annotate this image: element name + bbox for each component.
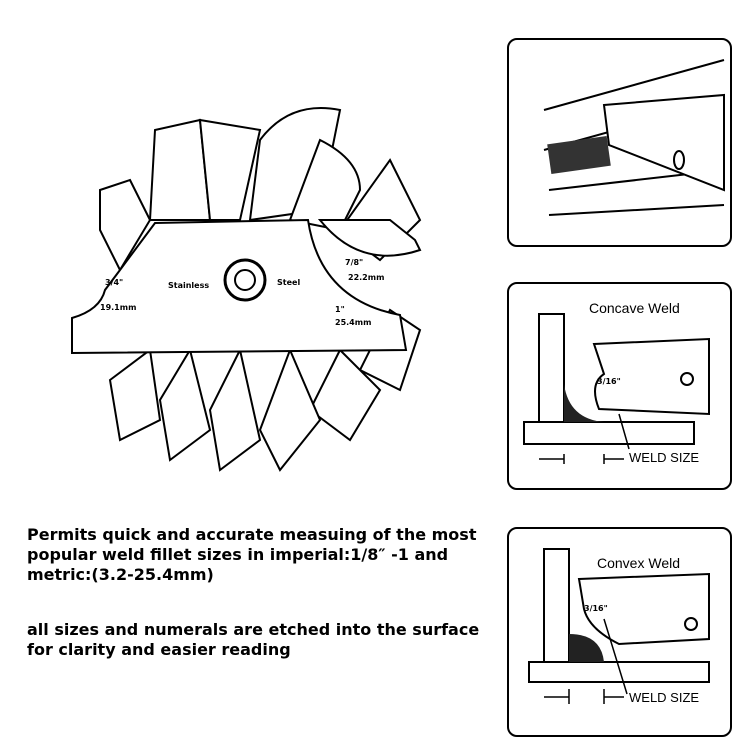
description-paragraph-1: Permits quick and accurate measuing of t…: [27, 525, 477, 584]
gauge-leaf: [108, 348, 162, 442]
gauge-leaf: [208, 347, 262, 472]
gauge-leaf: [308, 348, 382, 442]
concave-weld-title: Concave Weld: [589, 300, 680, 316]
panel-convex-weld: 3/16" Convex Weld WELD SIZE: [507, 527, 732, 737]
gauge-size-imperial: 3/4": [105, 278, 123, 287]
description-paragraph-2: all sizes and numerals are etched into t…: [27, 620, 480, 659]
gauge-size-metric: 25.4mm: [335, 318, 371, 327]
gauge-material-right: Steel: [277, 278, 300, 287]
gauge-size-metric: 22.2mm: [348, 273, 384, 282]
panel-gauge-in-use: [507, 38, 732, 247]
gauge-size-imperial: 1": [335, 305, 345, 314]
gauge-leaf: [99, 178, 152, 273]
convex-weld-title: Convex Weld: [597, 555, 681, 571]
gauge-leaf: [258, 347, 322, 472]
concave-weld-illustration: 3/16": [523, 313, 710, 464]
gauge-leaf: [288, 138, 362, 232]
convex-size-mark: 3/16": [584, 604, 608, 613]
gauge-leaf: [317, 219, 422, 257]
gauge-size-imperial: 7/8": [345, 258, 363, 267]
gauge-leaf: [158, 347, 212, 462]
gauge-in-use-illustration: [543, 59, 725, 216]
concave-weld-size-label: WELD SIZE: [629, 450, 700, 465]
gauge-material-left: Stainless: [168, 281, 209, 290]
concave-size-mark: 3/16": [597, 377, 621, 386]
convex-weld-size-label: WELD SIZE: [629, 690, 700, 705]
gauge-hole-inner: [234, 269, 256, 291]
gauge-leaf: [198, 118, 262, 221]
convex-weld-illustration: 3/16": [528, 548, 710, 704]
gauge-size-metric: 19.1mm: [100, 303, 136, 312]
panel-concave-weld: 3/16" Concave Weld WELD SIZE: [507, 282, 732, 490]
fillet-gauge-illustration: Stainless Steel 3/4" 19.1mm 7/8" 22.2mm …: [71, 107, 422, 472]
